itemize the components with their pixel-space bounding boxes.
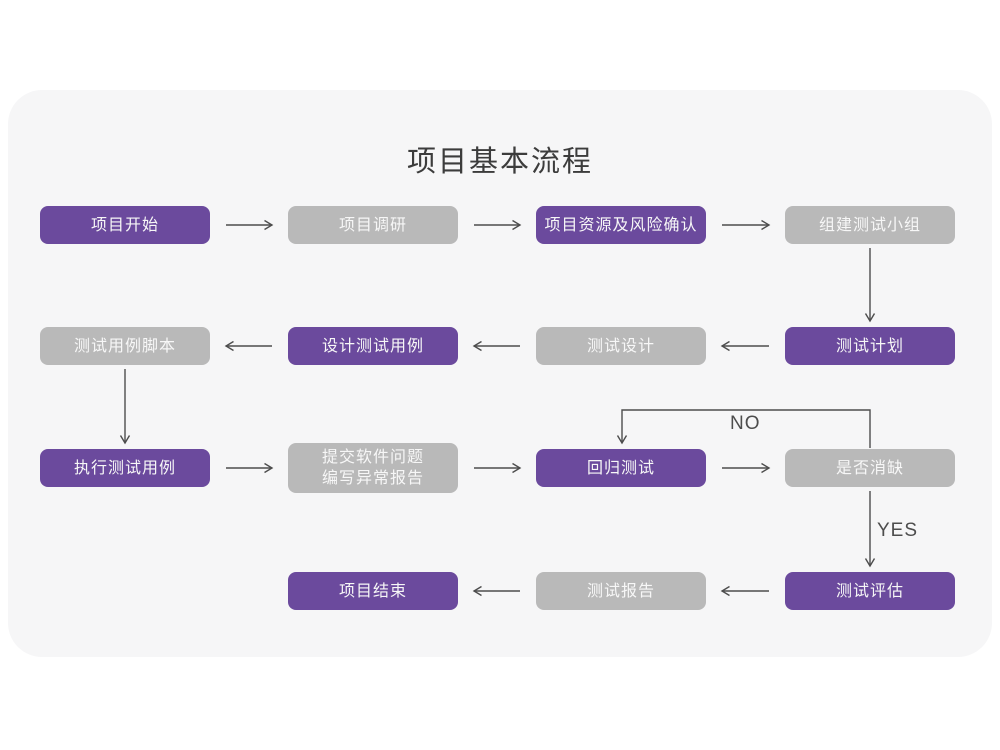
node-test-design: 测试设计 bbox=[536, 327, 706, 365]
node-label: 项目结束 bbox=[338, 582, 407, 600]
node-test-plan: 测试计划 bbox=[785, 327, 955, 365]
node-execute-test-cases: 执行测试用例 bbox=[40, 449, 210, 487]
flowchart-card bbox=[8, 90, 992, 657]
node-test-evaluation: 测试评估 bbox=[785, 572, 955, 610]
node-defect-cleared-check: 是否消缺 bbox=[785, 449, 955, 487]
node-test-case-script: 测试用例脚本 bbox=[40, 327, 210, 365]
node-label: 测试计划 bbox=[835, 337, 904, 355]
node-project-start: 项目开始 bbox=[40, 206, 210, 244]
node-label: 提交软件问题 编写异常报告 bbox=[321, 449, 424, 487]
node-label: 回归测试 bbox=[586, 459, 655, 477]
node-design-test-cases: 设计测试用例 bbox=[288, 327, 458, 365]
node-label: 测试用例脚本 bbox=[73, 337, 176, 355]
node-label: 设计测试用例 bbox=[321, 337, 424, 355]
node-label: 是否消缺 bbox=[835, 459, 904, 477]
node-resources-risk-confirm: 项目资源及风险确认 bbox=[536, 206, 706, 244]
node-label: 项目资源及风险确认 bbox=[544, 216, 698, 234]
diagram-title: 项目基本流程 bbox=[406, 146, 593, 178]
node-label: 项目开始 bbox=[90, 216, 159, 234]
node-build-test-team: 组建测试小组 bbox=[785, 206, 955, 244]
branch-label-no: NO bbox=[730, 413, 761, 434]
node-label: 测试报告 bbox=[586, 582, 655, 600]
node-label: 组建测试小组 bbox=[818, 216, 921, 234]
node-label: 测试设计 bbox=[586, 337, 655, 355]
node-label: 测试评估 bbox=[835, 582, 904, 600]
node-project-end: 项目结束 bbox=[288, 572, 458, 610]
node-submit-issues-report: 提交软件问题 编写异常报告 bbox=[288, 443, 458, 493]
node-test-report: 测试报告 bbox=[536, 572, 706, 610]
node-label: 执行测试用例 bbox=[73, 459, 176, 477]
node-project-research: 项目调研 bbox=[288, 206, 458, 244]
node-label: 项目调研 bbox=[338, 216, 407, 234]
branch-label-yes: YES bbox=[877, 520, 919, 541]
node-regression-test: 回归测试 bbox=[536, 449, 706, 487]
